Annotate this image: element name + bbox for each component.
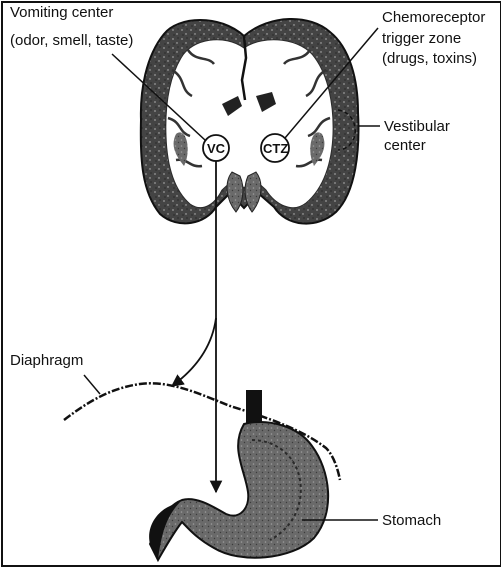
ctz-title-line2: trigger zone [382, 30, 461, 47]
vc-node-label: VC [207, 142, 225, 155]
brainstem-left [227, 172, 243, 212]
vestibular-line1: Vestibular [384, 118, 450, 135]
vomiting-center-title: Vomiting center [10, 4, 113, 21]
brain-section [141, 19, 359, 224]
ctz-detail: (drugs, toxins) [382, 50, 477, 67]
esophagus [246, 390, 262, 424]
diaphragm-label: Diaphragm [10, 352, 83, 369]
brainstem-right [245, 172, 261, 212]
diaphragm-arrow [172, 318, 216, 386]
vomiting-center-detail: (odor, smell, taste) [10, 32, 133, 49]
stomach-label: Stomach [382, 512, 441, 529]
vestibular-line2: center [384, 137, 426, 154]
ctz-node-label: CTZ [263, 142, 288, 155]
ctz-title-line1: Chemoreceptor [382, 9, 485, 26]
diaphragm-label-leader [84, 375, 100, 394]
